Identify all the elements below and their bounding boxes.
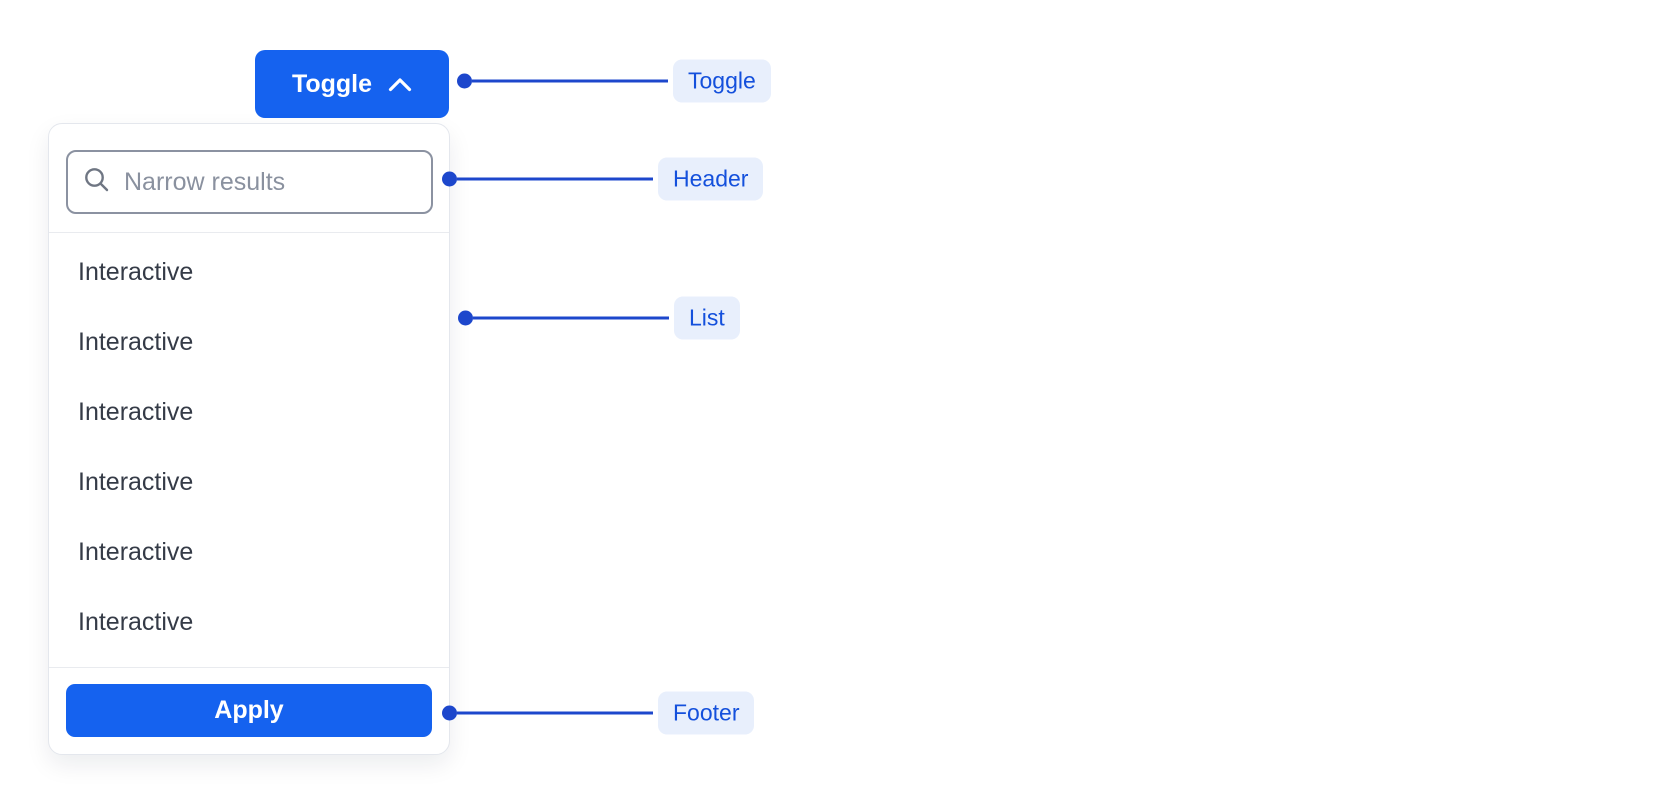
options-list: Interactive Interactive Interactive Inte… [49,233,449,667]
annotation-label-list: List [674,296,740,340]
apply-button[interactable]: Apply [66,684,432,737]
list-item-label: Interactive [78,607,194,636]
list-item[interactable]: Interactive [49,307,449,377]
list-item-label: Interactive [78,257,194,286]
annotation-dot [457,73,472,89]
search-icon [83,166,110,198]
panel-header [49,124,449,232]
list-item-label: Interactive [78,467,194,496]
annotation-header: Header [442,157,764,201]
annotation-footer: Footer [442,691,755,735]
annotation-dot [458,310,473,326]
toggle-button[interactable]: Toggle [255,50,449,118]
annotation-dot [442,705,457,721]
annotation-toggle: Toggle [457,59,771,103]
search-box[interactable] [66,150,433,214]
annotation-label-header: Header [658,157,764,201]
annotation-line [472,79,668,83]
chevron-up-icon [388,77,412,92]
annotation-label-toggle: Toggle [673,59,771,103]
list-item-label: Interactive [78,327,194,356]
list-item[interactable]: Interactive [49,517,449,587]
list-item[interactable]: Interactive [49,237,449,307]
list-item[interactable]: Interactive [49,447,449,517]
annotation-list: List [458,296,740,340]
panel-footer: Apply [49,668,449,754]
dropdown-panel: Interactive Interactive Interactive Inte… [48,123,450,755]
annotation-line [457,711,653,715]
list-item-label: Interactive [78,397,194,426]
annotation-dot [442,171,457,187]
annotation-line [457,177,653,181]
search-input[interactable] [124,167,416,197]
annotation-line [473,316,669,320]
apply-button-label: Apply [214,696,284,724]
list-item-label: Interactive [78,537,194,566]
toggle-button-label: Toggle [291,69,373,98]
header-divider [49,232,449,233]
footer-divider [49,667,449,668]
annotation-label-footer: Footer [658,691,755,735]
list-item[interactable]: Interactive [49,587,449,657]
list-item[interactable]: Interactive [49,377,449,447]
